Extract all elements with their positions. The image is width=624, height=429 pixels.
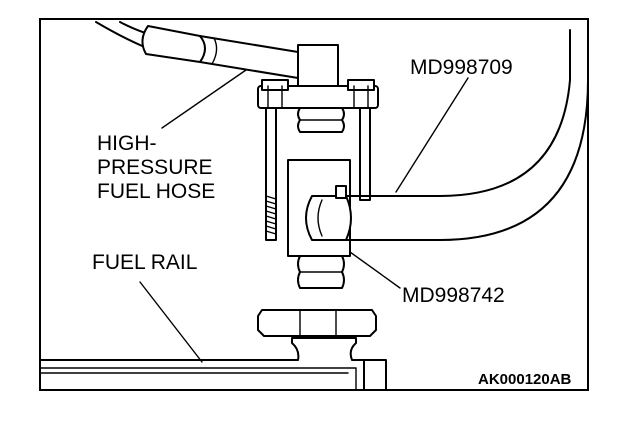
bolt-thread-left bbox=[265, 195, 277, 235]
fuel-hose-right bbox=[305, 29, 589, 241]
figure-code: AK000120AB bbox=[478, 371, 572, 388]
high-pressure-fuel-hose bbox=[95, 21, 299, 79]
leader-fuel-rail bbox=[139, 281, 203, 363]
label-md998709: MD998709 bbox=[410, 56, 513, 79]
label-fuel-rail: FUEL RAIL bbox=[92, 251, 197, 274]
label-md998742: MD998742 bbox=[402, 284, 505, 307]
fuel-rail bbox=[40, 337, 387, 391]
leader-high-pressure-fuel-hose bbox=[161, 69, 247, 129]
leader-md998709 bbox=[395, 77, 469, 193]
label-high-pressure-fuel-hose: HIGH- PRESSURE FUEL HOSE bbox=[97, 132, 218, 203]
fuel-rail-fitting bbox=[257, 309, 377, 337]
leader-md998742 bbox=[349, 251, 401, 289]
tool-md998709 bbox=[257, 44, 379, 241]
